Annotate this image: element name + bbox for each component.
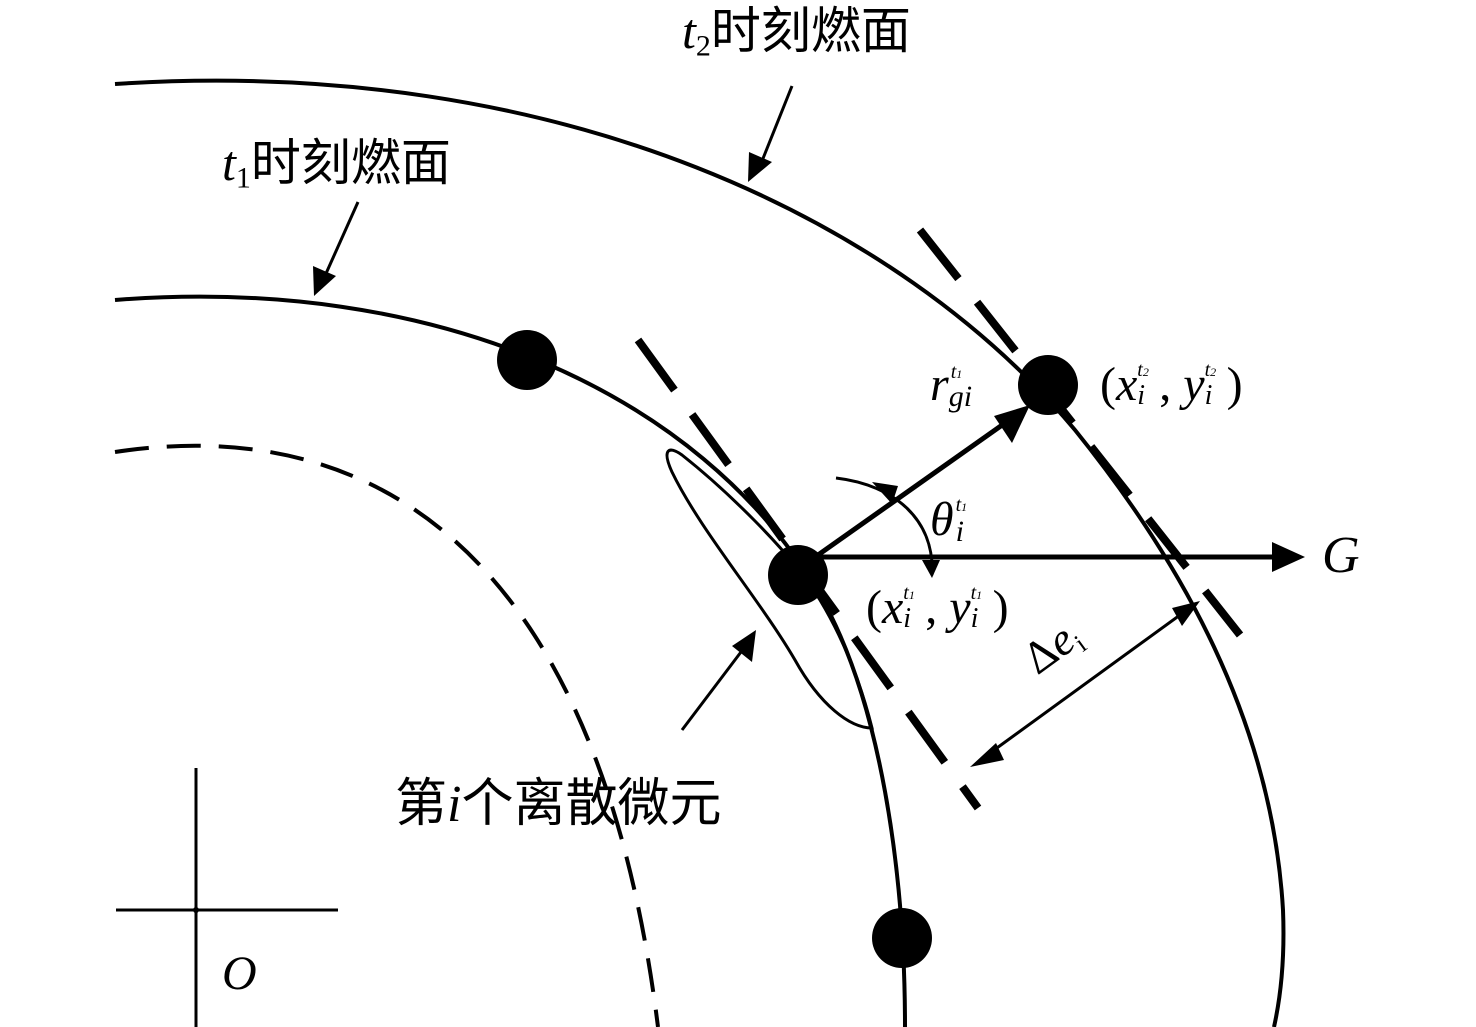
p1-x-sup-sub: 1 [908,588,915,602]
p1-x-sup-var: t [903,582,909,604]
theta-sub: i [955,515,964,548]
t1-burning-surface [114,294,907,1027]
origin-label: O [222,947,257,1000]
theta-main: θ [930,493,954,546]
point-t1-lower [872,908,932,968]
t2-tangent-dashed-line [916,227,1244,638]
origin-dot [193,907,199,913]
point-t1-upper [497,330,557,390]
t2-label-pointer [758,85,794,167]
p2-y-sup-sub: 2 [1210,365,1217,379]
p1-comma: , [925,581,938,634]
element-var: i [447,776,462,833]
point-t1-element [768,545,828,605]
theta-arc-arrowhead-lower [922,560,940,578]
theta-arc-arrowhead [872,482,898,504]
r-sub: gi [948,380,973,413]
p1-y: y [949,581,971,634]
r-vector-arrowhead [994,405,1030,443]
p1-close: ) [992,581,1009,634]
p2-comma: , [1159,358,1172,411]
r-sup: t1 [950,361,963,383]
theta-sup: t1 [955,494,968,516]
p2-x-sup-var: t [1137,359,1143,381]
t2-label-pointer-arrowhead [748,152,772,182]
g-direction-arrowhead [1272,542,1305,572]
p1-x: x [881,581,904,634]
p2-x-sub: i [1137,380,1146,411]
p1-y-sup-sub: 1 [976,588,983,602]
point-t2 [1018,355,1078,415]
p2-open: ( [1100,358,1116,411]
p1-open: ( [866,581,882,634]
t1-label-pointer [322,201,360,279]
t2-text: 时刻燃面 [710,2,911,60]
t1-surface-label: t1时刻燃面 [222,138,451,194]
p2-y-sup-var: t [1204,359,1211,381]
t1-var: t [222,135,236,191]
p2-y: y [1183,358,1205,411]
p2-x: x [1115,358,1138,411]
element-post: 个离散微元 [461,774,722,834]
inner-dashed-arc [114,443,660,1027]
t2-burning-surface [114,78,1286,1027]
t1-sub: 1 [235,161,251,195]
element-label: 第i个离散微元 [395,778,721,831]
p2-y-sub: i [1204,380,1213,411]
r-main: r [930,358,949,411]
t2-sub: 2 [695,29,711,63]
p1-y-sup-var: t [970,582,977,604]
t1-text: 时刻燃面 [250,134,451,192]
theta-angle-arc [835,476,934,576]
r-vector [816,420,1007,558]
t2-var: t [682,3,696,59]
element-pre: 第 [395,774,448,834]
t2-surface-label: t2时刻燃面 [682,6,911,62]
t1-label-pointer-arrowhead [313,266,336,296]
delta-e-arrowhead-start [970,743,1004,767]
p1-x-sub: i [903,603,912,634]
delta-e-arrow-line [989,613,1181,755]
delta-e-arrowhead-end [1172,601,1200,626]
element-label-pointer [680,647,746,731]
g-direction-label: G [1322,527,1360,584]
element-label-pointer-arrowhead [732,630,756,662]
p2-close: ) [1226,358,1243,411]
p1-y-sub: i [970,603,979,634]
p2-x-sup-sub: 2 [1142,365,1149,379]
discrete-element-outline [665,448,874,730]
